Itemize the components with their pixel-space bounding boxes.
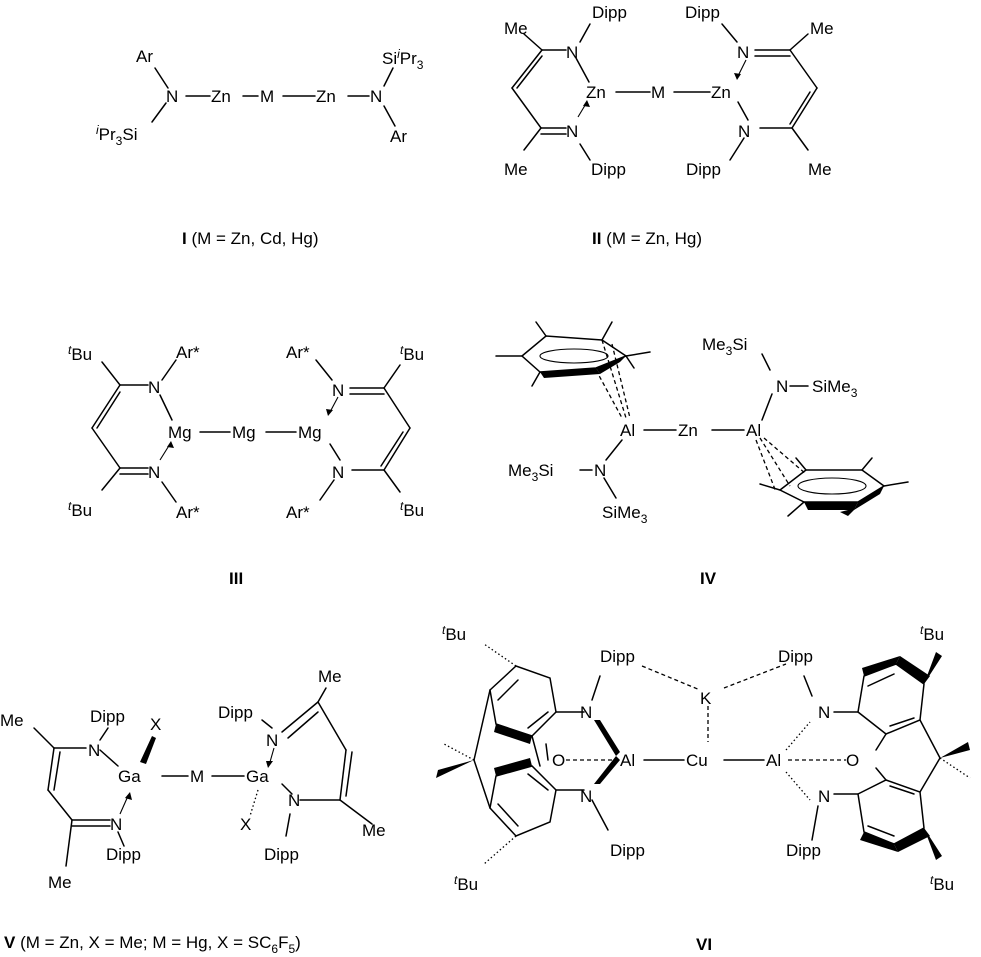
potassium-label: K xyxy=(700,689,712,708)
copper-label: Cu xyxy=(686,751,708,770)
trimethylsilyl-label: SiMe3 xyxy=(812,377,858,400)
aluminium-label: Al xyxy=(620,421,635,440)
structure-III: tBu Ar* N Mg Mg Mg N tBu Ar* Ar* tBu N N… xyxy=(68,343,424,588)
gallium-label: Ga xyxy=(118,767,141,786)
caption-V: V (M = Zn, X = Me; M = Hg, X = SC6F5) xyxy=(4,933,301,956)
caption-I: I (M = Zn, Cd, Hg) xyxy=(182,229,319,248)
methyl-label: Me xyxy=(808,160,832,179)
tert-butyl-label: tBu xyxy=(400,499,424,520)
aluminium-label: Al xyxy=(766,751,781,770)
methyl-label: Me xyxy=(48,873,72,892)
nitrogen-label: N xyxy=(266,731,278,750)
magnesium-label: Mg xyxy=(168,423,192,442)
zinc-label: Zn xyxy=(211,87,231,106)
tert-butyl-label: tBu xyxy=(442,623,466,644)
dipp-label: Dipp xyxy=(90,707,125,726)
caption-VI: VI xyxy=(696,935,712,954)
oxygen-label: O xyxy=(552,751,565,770)
nitrogen-label: N xyxy=(737,43,749,62)
methyl-label: Me xyxy=(810,19,834,38)
nitrogen-label: N xyxy=(580,787,592,806)
x-ligand-label: X xyxy=(240,815,251,834)
nitrogen-label: N xyxy=(818,787,830,806)
trimethylsilyl-label: Me3Si xyxy=(702,335,747,358)
metal-label: M xyxy=(651,83,665,102)
methyl-label: Me xyxy=(362,821,386,840)
trimethylsilyl-label: SiMe3 xyxy=(602,503,648,526)
methyl-label: Me xyxy=(504,160,528,179)
aryl-star-label: Ar* xyxy=(286,343,310,362)
nitrogen-label: N xyxy=(776,377,788,396)
triisopropylsilyl-label: SiiPr3 xyxy=(382,47,424,72)
tert-butyl-label: tBu xyxy=(68,499,92,520)
caption-IV: IV xyxy=(700,569,717,588)
structure-VI: tBu Dipp Dipp tBu K N N O Al Cu Al O N N… xyxy=(436,623,971,954)
nitrogen-label: N xyxy=(332,463,344,482)
nitrogen-label: N xyxy=(818,703,830,722)
dipp-label: Dipp xyxy=(600,647,635,666)
tert-butyl-label: tBu xyxy=(920,623,944,644)
zinc-label: Zn xyxy=(678,421,698,440)
aryl-star-label: Ar* xyxy=(286,503,310,522)
aryl-label: Ar xyxy=(390,127,407,146)
nitrogen-label: N xyxy=(332,381,344,400)
methyl-label: Me xyxy=(318,667,342,686)
aluminium-label: Al xyxy=(746,421,761,440)
nitrogen-label: N xyxy=(566,122,578,141)
methyl-label: Me xyxy=(0,711,24,730)
tert-butyl-label: tBu xyxy=(454,873,478,894)
structure-II: Dipp Me N Zn M N Me Dipp Dipp Me N Zn N … xyxy=(504,3,834,248)
dipp-label: Dipp xyxy=(591,160,626,179)
dipp-label: Dipp xyxy=(778,647,813,666)
nitrogen-label: N xyxy=(594,461,606,480)
nitrogen-label: N xyxy=(566,43,578,62)
structure-V: Me Dipp X N Ga M N Dipp Me Dipp Me N Ga … xyxy=(0,667,386,956)
aryl-label: Ar xyxy=(136,47,153,66)
tert-butyl-label: tBu xyxy=(68,343,92,364)
nitrogen-label: N xyxy=(148,378,160,397)
tert-butyl-label: tBu xyxy=(400,343,424,364)
nitrogen-label: N xyxy=(738,122,750,141)
aryl-star-label: Ar* xyxy=(176,503,200,522)
metal-label: M xyxy=(260,87,274,106)
magnesium-label: Mg xyxy=(232,423,256,442)
zinc-label: Zn xyxy=(316,87,336,106)
nitrogen-label: N xyxy=(288,791,300,810)
methyl-label: Me xyxy=(504,19,528,38)
zinc-label: Zn xyxy=(711,83,731,102)
zinc-label: Zn xyxy=(586,83,606,102)
nitrogen-label: N xyxy=(110,815,122,834)
gallium-label: Ga xyxy=(246,767,269,786)
aluminium-label: Al xyxy=(620,751,635,770)
structure-I: Ar N iPr3Si Zn M Zn N SiiPr3 Ar I (M = Z… xyxy=(96,47,424,248)
nitrogen-label: N xyxy=(166,87,178,106)
dipp-label: Dipp xyxy=(685,3,720,22)
dipp-label: Dipp xyxy=(106,845,141,864)
dipp-label: Dipp xyxy=(264,845,299,864)
magnesium-label: Mg xyxy=(298,423,322,442)
nitrogen-label: N xyxy=(88,741,100,760)
metal-label: M xyxy=(190,767,204,786)
structure-IV: Al Zn Al Me3Si N SiMe3 Me3Si N SiMe3 IV xyxy=(495,321,909,588)
nitrogen-label: N xyxy=(580,703,592,722)
tert-butyl-label: tBu xyxy=(930,873,954,894)
caption-III: III xyxy=(229,569,243,588)
dipp-label: Dipp xyxy=(592,3,627,22)
aryl-star-label: Ar* xyxy=(176,343,200,362)
nitrogen-label: N xyxy=(370,87,382,106)
oxygen-label: O xyxy=(846,751,859,770)
x-ligand-label: X xyxy=(150,715,161,734)
triisopropylsilyl-label: iPr3Si xyxy=(96,123,137,148)
dipp-label: Dipp xyxy=(686,160,721,179)
trimethylsilyl-label: Me3Si xyxy=(508,461,553,484)
dipp-label: Dipp xyxy=(610,841,645,860)
caption-II: II (M = Zn, Hg) xyxy=(592,229,702,248)
nitrogen-label: N xyxy=(148,463,160,482)
dipp-label: Dipp xyxy=(786,841,821,860)
dipp-label: Dipp xyxy=(218,703,253,722)
